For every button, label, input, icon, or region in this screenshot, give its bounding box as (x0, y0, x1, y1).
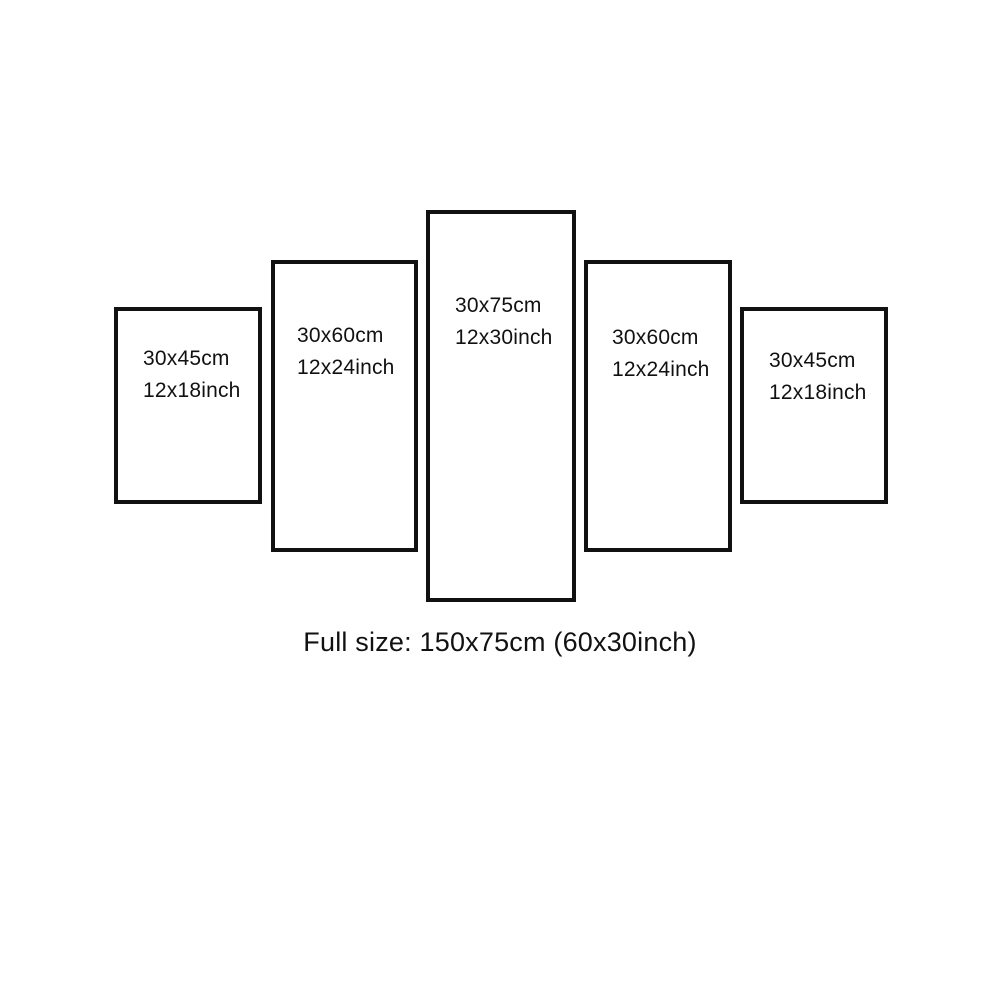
panel-right-inner: 30x60cm 12x24inch (584, 260, 732, 552)
panel-size-inch: 12x24inch (612, 358, 710, 381)
panel-size-cm: 30x45cm (769, 349, 856, 372)
panel-size-cm: 30x75cm (455, 294, 542, 317)
panel-size-cm: 30x60cm (612, 326, 699, 349)
panel-left-inner: 30x60cm 12x24inch (271, 260, 418, 552)
full-size-caption: Full size: 150x75cm (60x30inch) (303, 627, 697, 657)
panel-size-label: 30x45cm 12x18inch (143, 343, 241, 407)
panel-size-inch: 12x30inch (455, 326, 553, 349)
panel-right-outer: 30x45cm 12x18inch (740, 307, 888, 504)
panel-size-inch: 12x18inch (143, 379, 241, 402)
panel-center: 30x75cm 12x30inch (426, 210, 576, 602)
panel-left-outer: 30x45cm 12x18inch (114, 307, 262, 504)
panel-size-label: 30x75cm 12x30inch (455, 290, 553, 354)
panel-size-label: 30x60cm 12x24inch (297, 320, 395, 384)
panel-size-inch: 12x18inch (769, 381, 867, 404)
panel-size-inch: 12x24inch (297, 356, 395, 379)
panel-size-cm: 30x45cm (143, 347, 230, 370)
panel-size-label: 30x45cm 12x18inch (769, 345, 867, 409)
panel-size-label: 30x60cm 12x24inch (612, 322, 710, 386)
panel-size-cm: 30x60cm (297, 324, 384, 347)
